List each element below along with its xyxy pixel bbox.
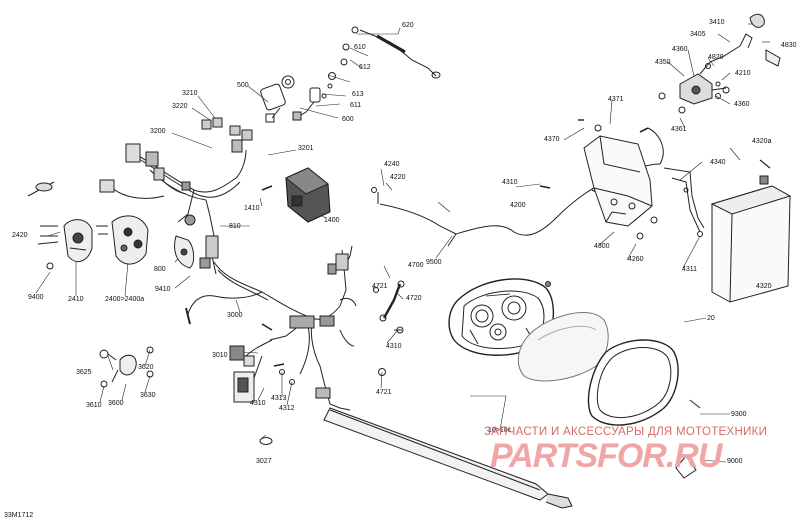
switch-housing-2410 [37,219,93,270]
callout-3625[interactable]: 3625 [76,369,92,376]
cable-620 [351,26,441,79]
switch-housing-2400 [96,215,149,265]
callout-800[interactable]: 800 [154,266,166,273]
harness-3600 [99,346,154,388]
callout-4210[interactable]: 4210 [735,70,751,77]
callout-3610[interactable]: 3610 [86,402,102,409]
callout-4361[interactable]: 4361 [671,126,687,133]
callout-3630[interactable]: 3630 [140,392,156,399]
callout-3410[interactable]: 3410 [709,19,725,26]
callout-4310-lower[interactable]: 4310 [250,400,266,407]
callout-2400[interactable]: 2400>2400a [105,296,145,303]
callout-4260[interactable]: 4260 [628,256,644,263]
callout-3220[interactable]: 3220 [172,103,188,110]
callout-3600[interactable]: 3600 [108,400,124,407]
clamp-4340 [636,167,705,240]
ground-strap-4700 [373,280,405,376]
callout-4721-upper[interactable]: 4721 [372,283,388,290]
callout-4320[interactable]: 4320 [756,283,772,290]
callout-4820[interactable]: 4820 [708,54,724,61]
callout-4310-mid[interactable]: 4310 [502,179,518,186]
ring-3027 [259,437,273,445]
callout-613[interactable]: 613 [352,91,364,98]
callout-4350[interactable]: 4350 [655,59,671,66]
callout-3200[interactable]: 3200 [150,128,166,135]
callout-9500[interactable]: 9500 [426,259,442,266]
callout-4312[interactable]: 4312 [279,405,295,412]
callout-600[interactable]: 600 [342,116,354,123]
callout-3010[interactable]: 3010 [212,352,228,359]
callout-810[interactable]: 810 [229,223,241,230]
sensor-800 [174,214,196,269]
callout-4310-upper[interactable]: 4310 [386,343,402,350]
callout-9000[interactable]: 9000 [727,458,743,465]
strip-10 [323,407,573,509]
harness-3200 [99,139,247,275]
screws-4310 [273,363,295,385]
callout-4320a[interactable]: 4320a [752,138,772,145]
callout-10[interactable]: 10>10c [488,427,512,434]
callout-3405[interactable]: 3405 [690,31,706,38]
ignition-switch-500 [260,43,350,123]
callout-4220[interactable]: 4220 [390,174,406,181]
harness-3000 [185,245,357,411]
callout-4371[interactable]: 4371 [608,96,624,103]
callout-4200[interactable]: 4200 [510,202,526,209]
callout-4360-upper[interactable]: 4360 [672,46,688,53]
callout-4300[interactable]: 4300 [594,243,610,250]
regulator-1400 [261,167,331,223]
diagram-id: 33M1712 [4,512,34,519]
watermark-text: ЗАПЧАСТИ И АКСЕССУАРЫ ДЛЯ МОТОТЕХНИКИ [484,426,768,438]
battery-bracket-4300 [578,119,653,227]
callout-612[interactable]: 612 [359,64,371,71]
callout-2420[interactable]: 2420 [12,232,28,239]
callout-4311[interactable]: 4311 [682,266,698,273]
callout-4313[interactable]: 4313 [271,395,287,402]
callout-610[interactable]: 610 [354,44,366,51]
callout-1400[interactable]: 1400 [324,217,340,224]
bezel-9000 [587,339,701,479]
callout-2410[interactable]: 2410 [68,296,84,303]
callout-4720[interactable]: 4720 [406,295,422,302]
callout-4240[interactable]: 4240 [384,161,400,168]
callout-4360-lower[interactable]: 4360 [734,101,750,108]
callout-3027[interactable]: 3027 [256,458,272,465]
callout-4370[interactable]: 4370 [544,136,560,143]
callout-20[interactable]: 20 [707,315,715,322]
callout-611[interactable]: 611 [350,102,362,109]
lens-9300 [517,312,609,382]
callout-1410[interactable]: 1410 [244,205,260,212]
callout-620[interactable]: 620 [402,22,414,29]
callout-9410[interactable]: 9410 [155,286,171,293]
callout-3201[interactable]: 3201 [298,145,314,152]
plug-small [27,181,55,197]
battery-4320 [710,159,792,303]
callout-500[interactable]: 500 [237,82,249,89]
callout-4700[interactable]: 4700 [408,262,424,269]
watermark-logo: PARTSFOR.RU [490,437,722,475]
connectors-3210 [201,117,253,141]
callout-3620[interactable]: 3620 [138,364,154,371]
callout-9400[interactable]: 9400 [28,294,44,301]
callout-4830[interactable]: 4830 [781,42,797,49]
callout-9300[interactable]: 9300 [731,411,747,418]
callout-4721-lower[interactable]: 4721 [376,389,392,396]
callout-3000[interactable]: 3000 [227,312,243,319]
solenoid-4350 [658,13,781,114]
callout-3210[interactable]: 3210 [182,90,198,97]
callout-4340[interactable]: 4340 [710,159,726,166]
